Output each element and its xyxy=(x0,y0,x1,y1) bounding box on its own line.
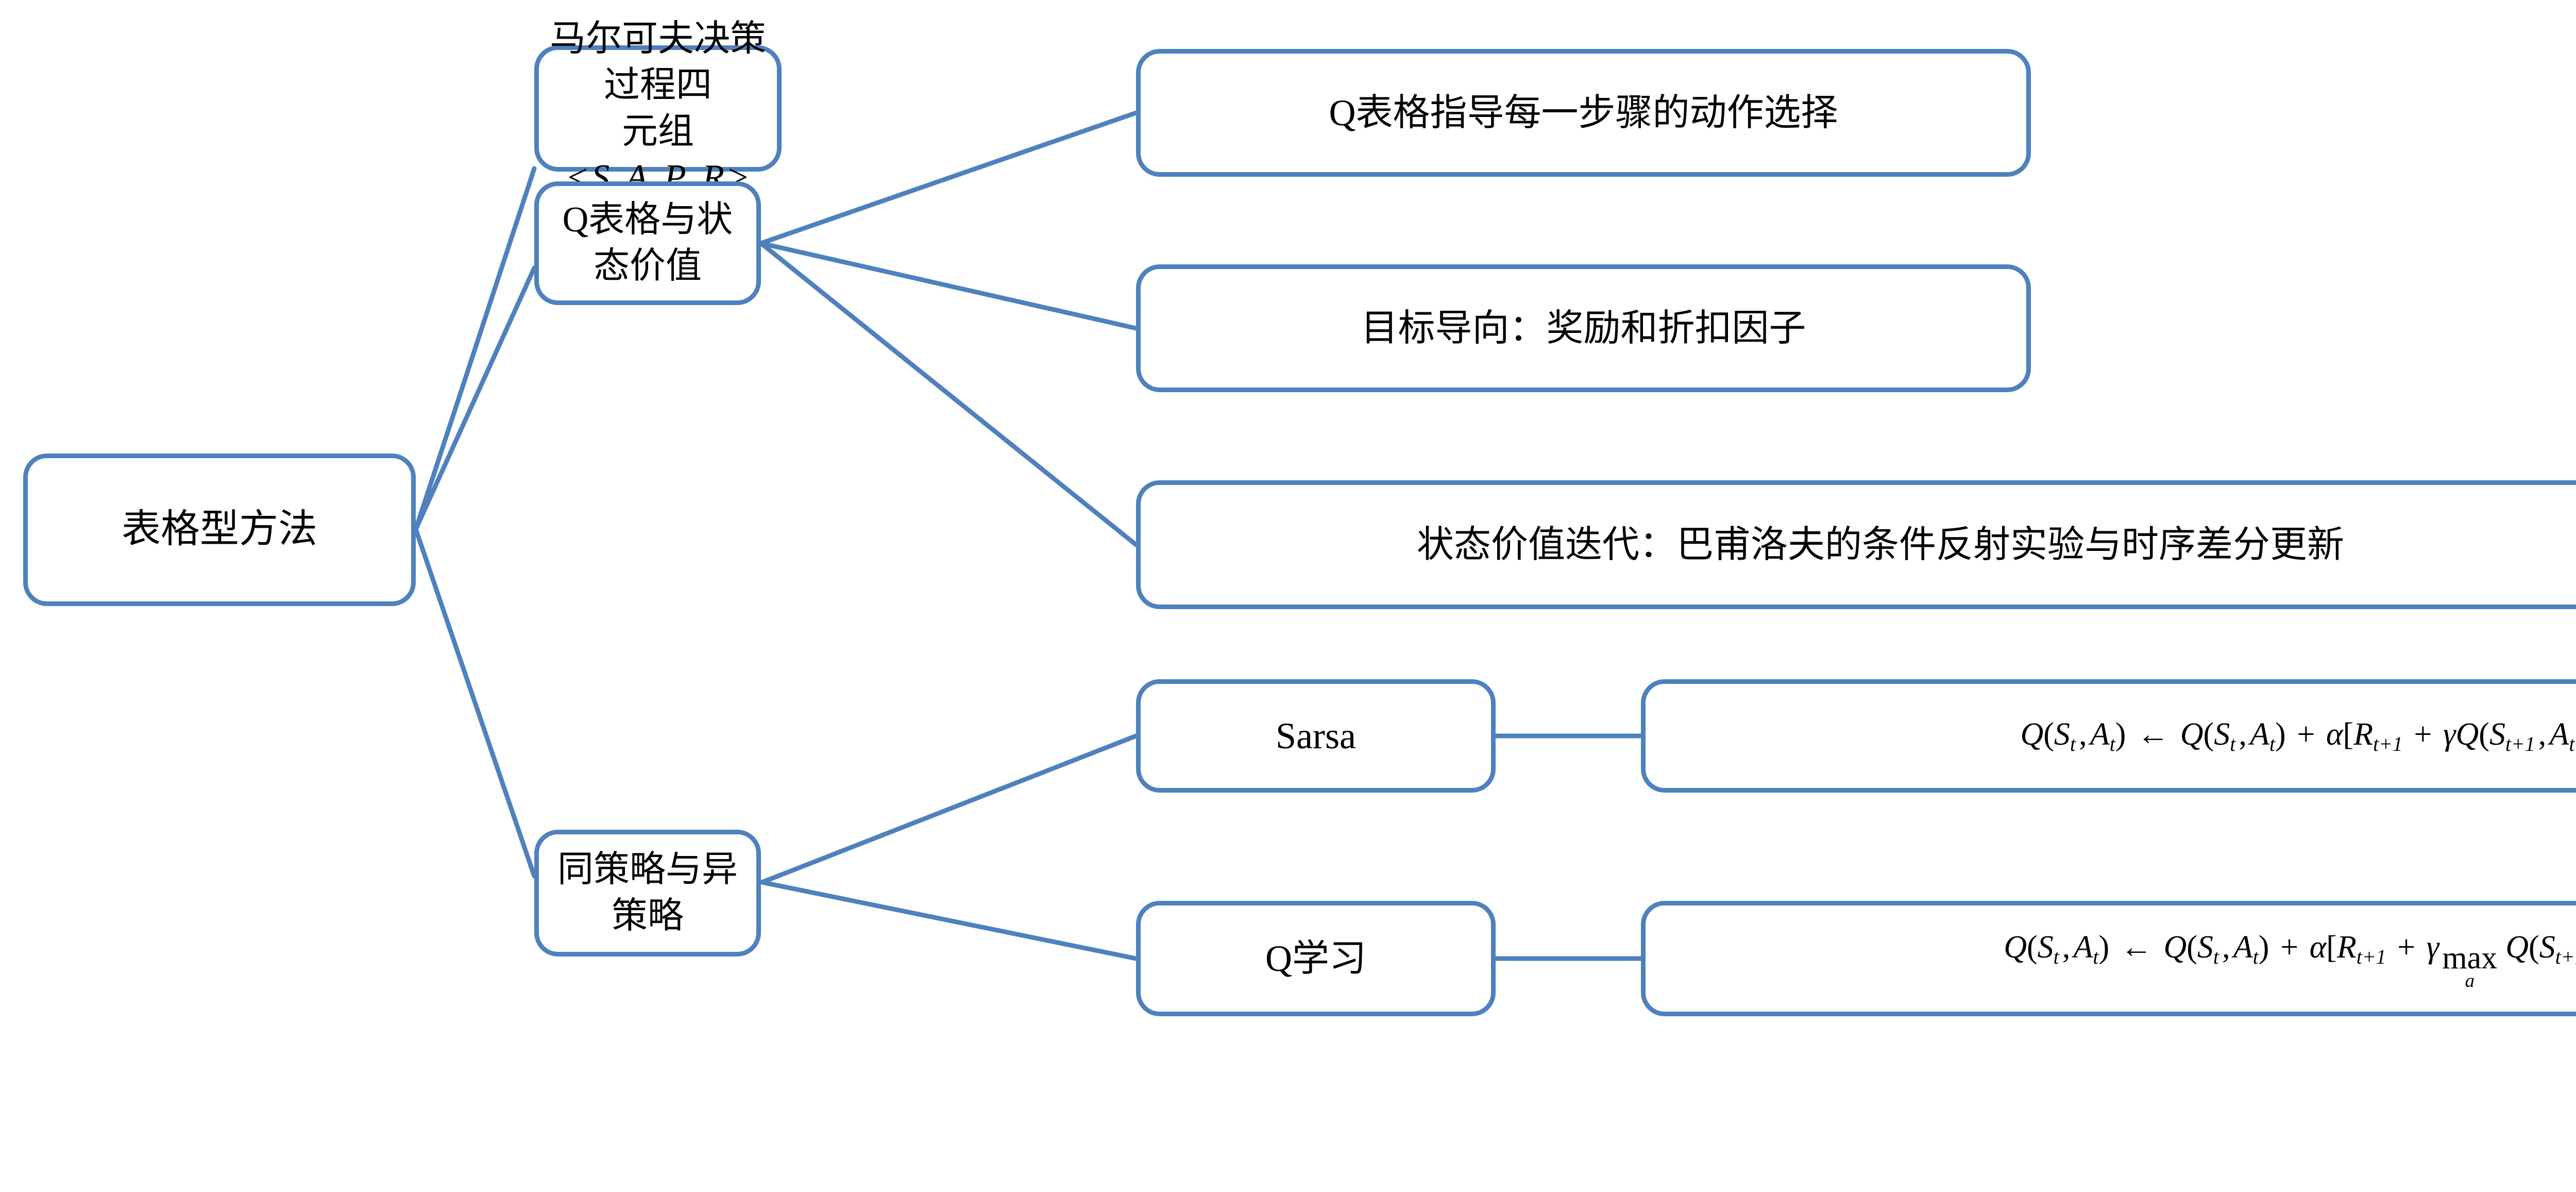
leaf-node-qlearning[interactable]: Q学习 xyxy=(1136,901,1496,1016)
leaf-node-action-selection[interactable]: Q表格指导每一步骤的动作选择 xyxy=(1136,49,2031,177)
edge-qtable-to-leaf3 xyxy=(758,241,1139,547)
edge-qtable-to-leaf1 xyxy=(758,110,1139,246)
formula-sarsa-expression: Q(St,At) ← Q(St,At) + α[Rt+1 + γQ(St+1,A… xyxy=(2020,717,2576,756)
edge-qtable-to-leaf2 xyxy=(758,241,1139,331)
leaf-node-value-iteration[interactable]: 状态价值迭代：巴甫洛夫的条件反射实验与时序差分更新 xyxy=(1136,480,2576,609)
mdp-label-line1: 马尔可夫决策过程四 xyxy=(550,19,766,105)
mdp-label-line2-prefix: 元组 xyxy=(622,111,694,152)
leaf-node-qlearning-label: Q学习 xyxy=(1265,937,1366,979)
leaf-node-sarsa[interactable]: Sarsa xyxy=(1136,679,1496,793)
edge-root-to-policy xyxy=(413,527,537,879)
branch-node-mdp-label: 马尔可夫决策过程四 元组<S,A,P,R> xyxy=(548,16,768,200)
leaf-node-action-selection-label: Q表格指导每一步骤的动作选择 xyxy=(1329,92,1838,133)
branch-node-on-off-policy[interactable]: 同策略与异策略 xyxy=(534,830,761,956)
leaf-node-value-iteration-label: 状态价值迭代：巴甫洛夫的条件反射实验与时序差分更新 xyxy=(1416,524,2344,565)
leaf-node-sarsa-label: Sarsa xyxy=(1276,715,1356,757)
edge-policy-to-sarsa xyxy=(759,733,1139,885)
root-node-tabular-methods[interactable]: 表格型方法 xyxy=(23,454,416,606)
edge-root-to-mdp xyxy=(413,166,537,532)
branch-node-mdp[interactable]: 马尔可夫决策过程四 元组<S,A,P,R> xyxy=(534,19,782,197)
leaf-node-goal-oriented-label: 目标导向：奖励和折扣因子 xyxy=(1361,307,1806,349)
leaf-node-goal-oriented[interactable]: 目标导向：奖励和折扣因子 xyxy=(1136,264,2031,392)
edge-root-to-qtable xyxy=(413,265,537,532)
root-node-label: 表格型方法 xyxy=(122,508,317,551)
branch-node-policy-label: 同策略与异策略 xyxy=(557,850,738,936)
edge-policy-to-qlearning xyxy=(759,880,1139,961)
branch-node-q-table-label: Q表格与状态价值 xyxy=(562,200,733,286)
formula-node-sarsa[interactable]: Q(St,At) ← Q(St,At) + α[Rt+1 + γQ(St+1,A… xyxy=(1641,679,2576,793)
branch-node-q-table-state-value[interactable]: Q表格与状态价值 xyxy=(534,181,761,305)
